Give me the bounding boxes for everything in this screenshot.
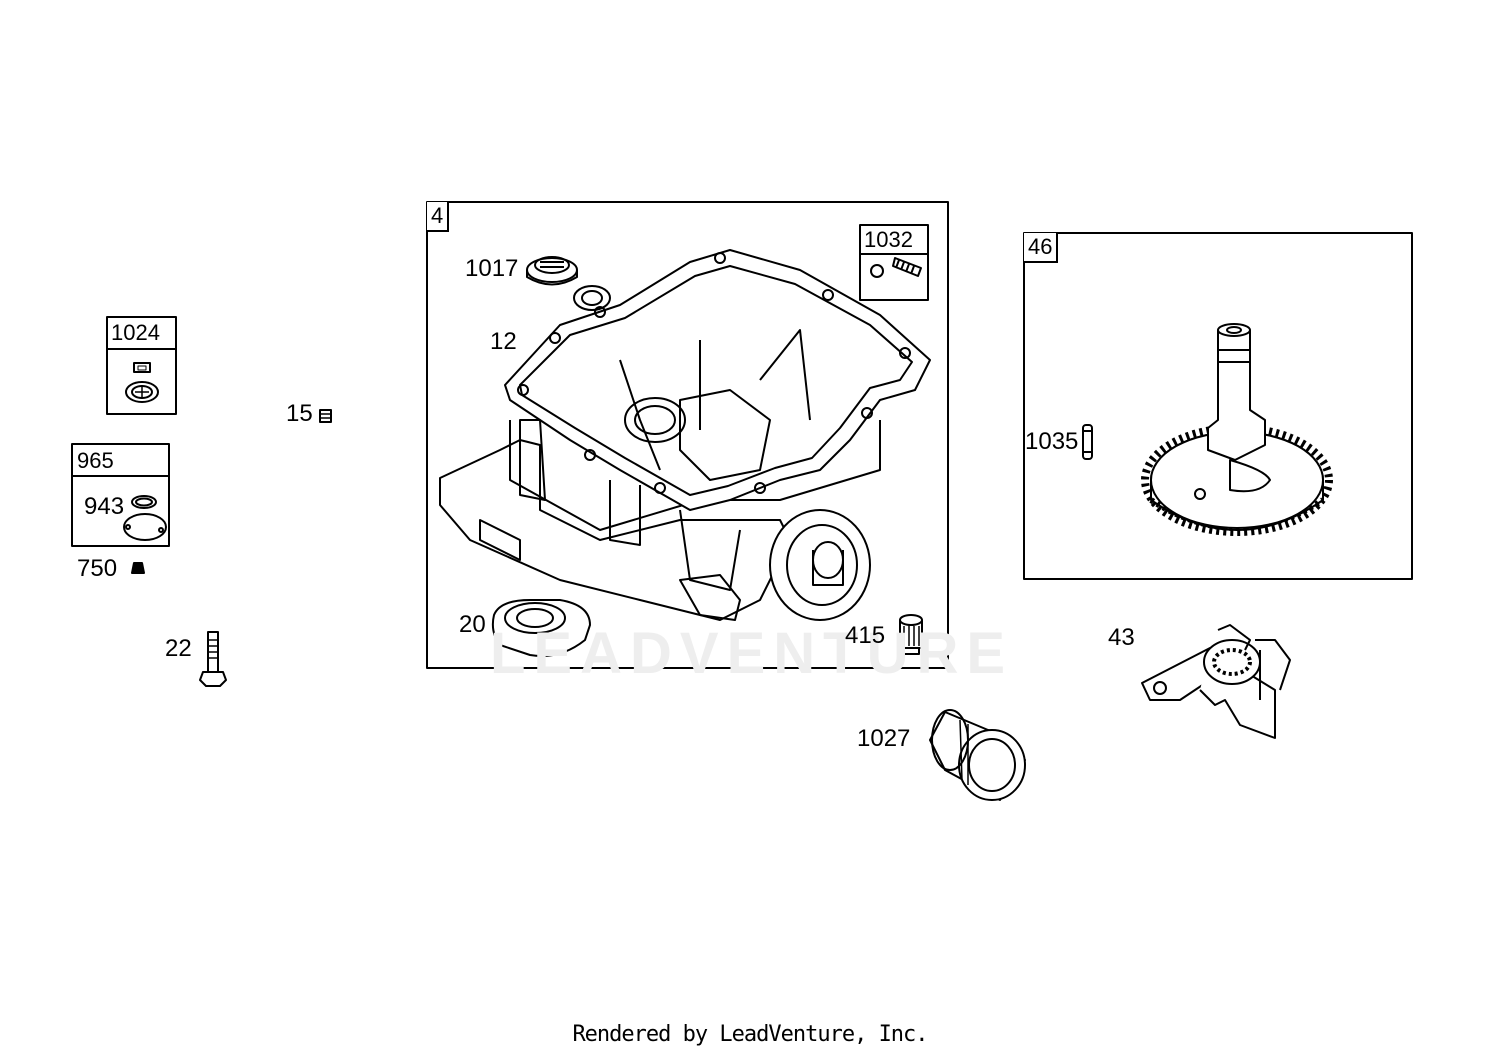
callout-22[interactable]: 22	[165, 635, 192, 662]
callout-1027[interactable]: 1027	[857, 725, 911, 752]
callout-46[interactable]: 46	[1024, 233, 1059, 263]
footer-credit: Rendered by LeadVenture, Inc.	[572, 1022, 928, 1047]
part-943-oring	[123, 495, 167, 541]
callout-4[interactable]: 4	[427, 202, 450, 232]
callout-965[interactable]: 965	[77, 448, 114, 473]
callout-1024[interactable]: 1024	[111, 320, 160, 345]
part-1027-oil-filter	[929, 709, 1026, 801]
callout-943[interactable]: 943	[84, 493, 125, 520]
part-22-bolt	[199, 631, 227, 687]
callout-1035[interactable]: 1035	[1025, 428, 1079, 455]
part-1024-nut	[125, 362, 159, 403]
part-750-screw	[131, 562, 145, 574]
watermark: LEADVENTURE	[490, 621, 1014, 686]
kit-box-965	[71, 443, 170, 547]
callout-12[interactable]: 12	[490, 328, 517, 355]
callout-415[interactable]: 415	[845, 622, 886, 649]
callout-15[interactable]: 15	[286, 400, 313, 427]
part-1017-cap	[526, 256, 578, 286]
callout-750[interactable]: 750	[77, 555, 118, 582]
part-15-plug	[319, 409, 332, 423]
group-box-4	[426, 201, 949, 669]
callout-43[interactable]: 43	[1108, 624, 1135, 651]
kit-box-1032	[859, 224, 929, 301]
group-box-46	[1023, 232, 1413, 580]
callout-20[interactable]: 20	[459, 611, 486, 638]
part-1035-pin	[1082, 424, 1093, 460]
part-43-governor	[1141, 624, 1291, 739]
callout-1017[interactable]: 1017	[465, 255, 519, 282]
camshaft-gear	[1141, 323, 1333, 536]
callout-1032[interactable]: 1032	[864, 227, 913, 252]
kit-box-1024	[106, 316, 177, 415]
part-1032-ball-spring	[870, 257, 922, 278]
sump-housing	[439, 249, 931, 621]
part-20-seal	[491, 599, 591, 657]
part-415-plug	[899, 614, 923, 655]
